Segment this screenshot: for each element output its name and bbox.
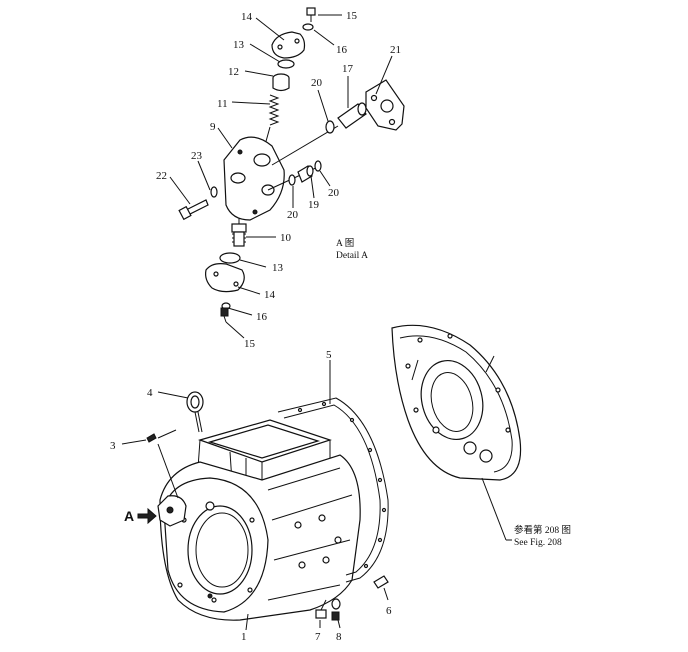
callout-15-upper: 15	[346, 10, 358, 22]
callout-4: 4	[147, 387, 153, 399]
part-13-oring-upper	[277, 59, 295, 69]
part-4-eye-bolt	[186, 391, 204, 433]
part-14-cover-lower	[205, 263, 245, 293]
callout-20-c: 20	[328, 187, 340, 199]
part-11-spring	[268, 94, 280, 126]
detail-a-leaders	[169, 14, 393, 339]
callout-19: 19	[308, 199, 320, 211]
part-15-bolt-lower	[220, 307, 229, 323]
see-ref-cn: 参看第 208 图	[514, 524, 571, 536]
detail-a-assembly: 15 14 16 13 12 21 17 20 11 9 23 22 20 19…	[156, 7, 405, 350]
callout-16-upper: 16	[336, 44, 348, 56]
part-16-washer-upper	[302, 23, 314, 31]
part-23-washer	[210, 186, 218, 198]
callout-13-upper: 13	[233, 39, 245, 51]
callout-9: 9	[210, 121, 216, 133]
housing-leaders	[121, 360, 512, 631]
housing-assembly: A 5 4 3 1 7 8 6 参看第 208 图 See Fig. 208	[110, 324, 571, 643]
callout-23: 23	[191, 150, 203, 162]
callout-6: 6	[386, 605, 392, 617]
detail-a-marker-letter: A	[124, 508, 134, 524]
part-5-gasket	[277, 397, 389, 583]
detail-a-marker: A	[124, 507, 157, 525]
callout-12: 12	[228, 66, 239, 78]
part-14-cover-upper	[271, 31, 306, 59]
callout-8: 8	[336, 631, 342, 643]
callout-13-lower: 13	[272, 262, 284, 274]
part-6-dowel	[373, 575, 389, 589]
detail-a-title-en: Detail A	[336, 251, 368, 261]
part-12-plug	[272, 73, 290, 92]
callout-11: 11	[217, 98, 228, 110]
part-9-valve-body	[223, 136, 285, 221]
callout-14-upper: 14	[241, 11, 253, 23]
callout-3: 3	[110, 440, 116, 452]
part-10-plug	[231, 223, 247, 247]
callout-21: 21	[390, 44, 401, 56]
flywheel-housing	[391, 324, 522, 481]
part-20-oring-a	[325, 120, 335, 134]
part-21-cover-plate	[365, 79, 405, 131]
callout-20-a: 20	[311, 77, 323, 89]
callout-7: 7	[315, 631, 321, 643]
callout-17: 17	[342, 63, 354, 75]
detail-a-title-cn: A 图	[336, 238, 354, 249]
part-7-bolt	[315, 599, 327, 619]
see-ref-en: See Fig. 208	[514, 538, 562, 548]
part-17-sleeve	[337, 102, 367, 129]
callout-14-lower: 14	[264, 289, 276, 301]
callout-22: 22	[156, 170, 167, 182]
callout-1: 1	[241, 631, 247, 643]
callout-15-lower: 15	[244, 338, 256, 350]
part-3-pin	[146, 429, 177, 443]
part-20-oring-b	[288, 174, 296, 186]
part-15-bolt-upper	[306, 7, 316, 22]
callout-16-lower: 16	[256, 311, 268, 323]
callout-20-b: 20	[287, 209, 299, 221]
part-22-bolt	[178, 199, 209, 221]
part-1-housing	[157, 419, 361, 621]
callout-5: 5	[326, 349, 332, 361]
callout-10: 10	[280, 232, 292, 244]
part-19-fitting	[297, 165, 314, 183]
part-8-washer	[331, 598, 341, 621]
part-20-oring-c	[314, 160, 322, 172]
part-13-oring-lower	[219, 252, 241, 264]
